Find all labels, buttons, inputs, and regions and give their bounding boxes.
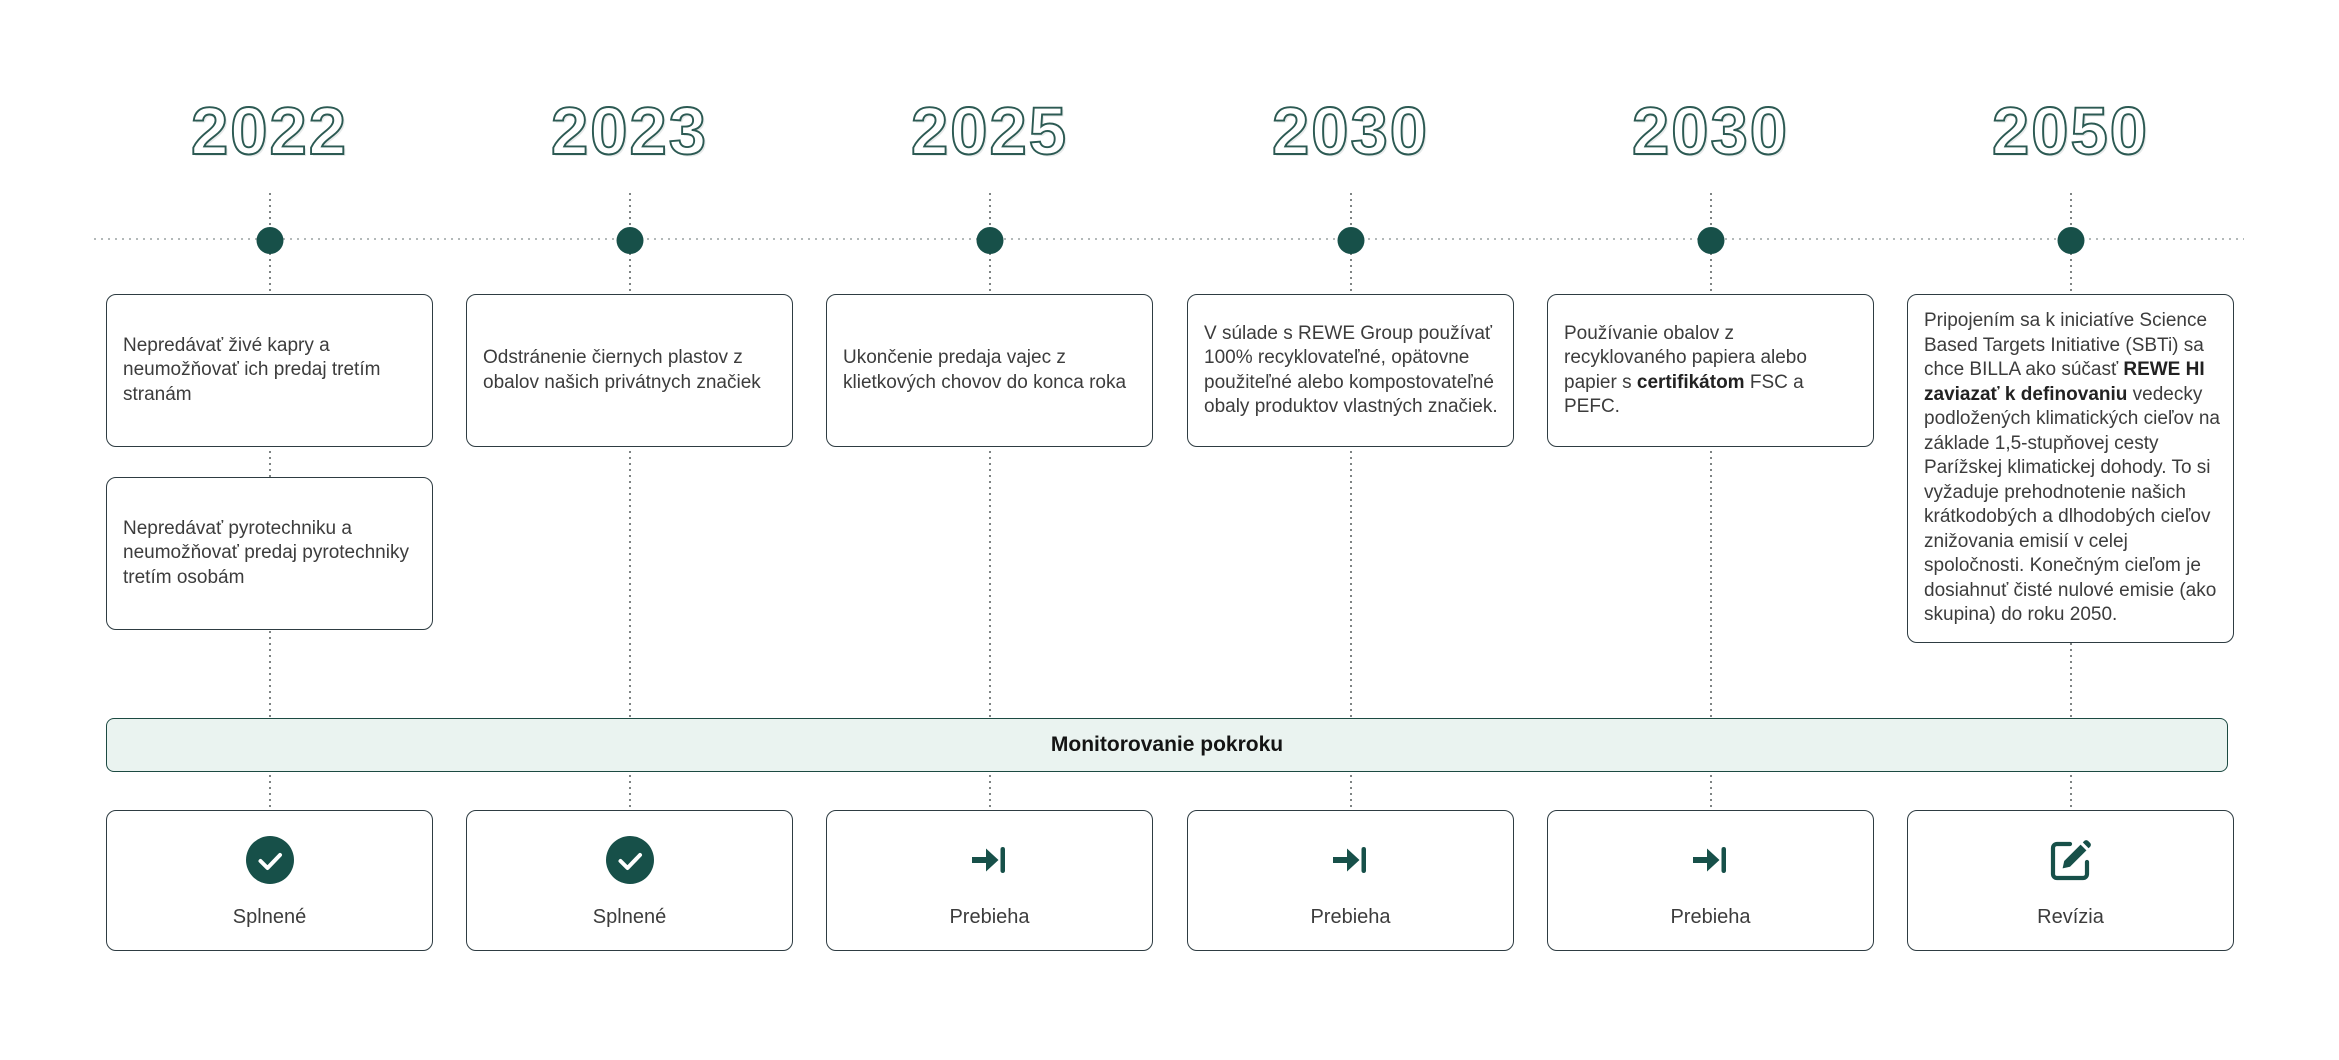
status-label: Prebieha [1670,906,1751,928]
timeline-column-2025: 2025 Ukončenie predaja vajec z klietkový… [826,88,1153,960]
year-label: 2023 [550,94,709,169]
timeline-column-2023: 2023 Odstránenie čiernych plastov z obal… [466,88,793,960]
goal-card: Používanie obalov z recyklovaného papier… [1547,294,1874,447]
status-label: Revízia [2037,906,2104,928]
year-label: 2050 [1991,94,2150,169]
status-box: Prebieha [1547,810,1874,951]
timeline-dot [1697,227,1724,254]
timeline-column-2030-packaging: 2030 V súlade s REWE Group používať 100%… [1187,88,1514,960]
goal-card: Ukončenie predaja vajec z klietkových ch… [826,294,1153,447]
column-connector-line [628,193,631,813]
column-connector-line [1349,193,1352,813]
goal-card: Odstránenie čiernych plastov z obalov na… [466,294,793,447]
year-label: 2022 [190,94,349,169]
check-circle-icon [245,836,294,884]
monitoring-progress-label: Monitorovanie pokroku [1050,733,1284,756]
status-box: Prebieha [1187,810,1514,951]
timeline-axis-dotted-line [94,238,2244,240]
monitoring-progress-bar: Monitorovanie pokroku [106,718,2228,772]
status-box: Prebieha [826,810,1153,951]
arrow-to-line-icon [1332,847,1366,873]
status-box: Splnené [106,810,433,951]
status-label: Splnené [592,906,667,928]
check-circle-icon [605,836,654,884]
timeline-dot [976,227,1003,254]
timeline-dot [256,227,283,254]
goal-card: Pripojením sa k iniciatíve Science Based… [1907,294,2234,643]
goal-card: Nepredávať živé kapry a neumožňovať ich … [106,294,433,447]
year-label: 2025 [910,94,1069,169]
status-label: Splnené [232,906,307,928]
column-connector-line [988,193,991,813]
timeline-dot [616,227,643,254]
goal-card: V súlade s REWE Group používať 100% recy… [1187,294,1514,447]
status-box: Splnené [466,810,793,951]
status-label: Prebieha [949,906,1030,928]
column-connector-line [1709,193,1712,813]
status-box: Revízia [1907,810,2234,951]
timeline-dot [2057,227,2084,254]
arrow-to-line-icon [971,847,1005,873]
edit-icon [2050,840,2091,881]
status-label: Prebieha [1310,906,1391,928]
year-label: 2030 [1271,94,1430,169]
arrow-to-line-icon [1692,847,1726,873]
goal-card: Nepredávať pyrotechniku a neumožňovať pr… [106,477,433,630]
timeline-column-2030-paper: 2030 Používanie obalov z recyklovaného p… [1547,88,1874,960]
timeline-column-2050: 2050 Pripojením sa k iniciatíve Science … [1907,88,2234,960]
timeline-column-2022: 2022 Nepredávať živé kapry a neumožňovať… [106,88,433,960]
year-label: 2030 [1631,94,1790,169]
timeline-dot [1337,227,1364,254]
